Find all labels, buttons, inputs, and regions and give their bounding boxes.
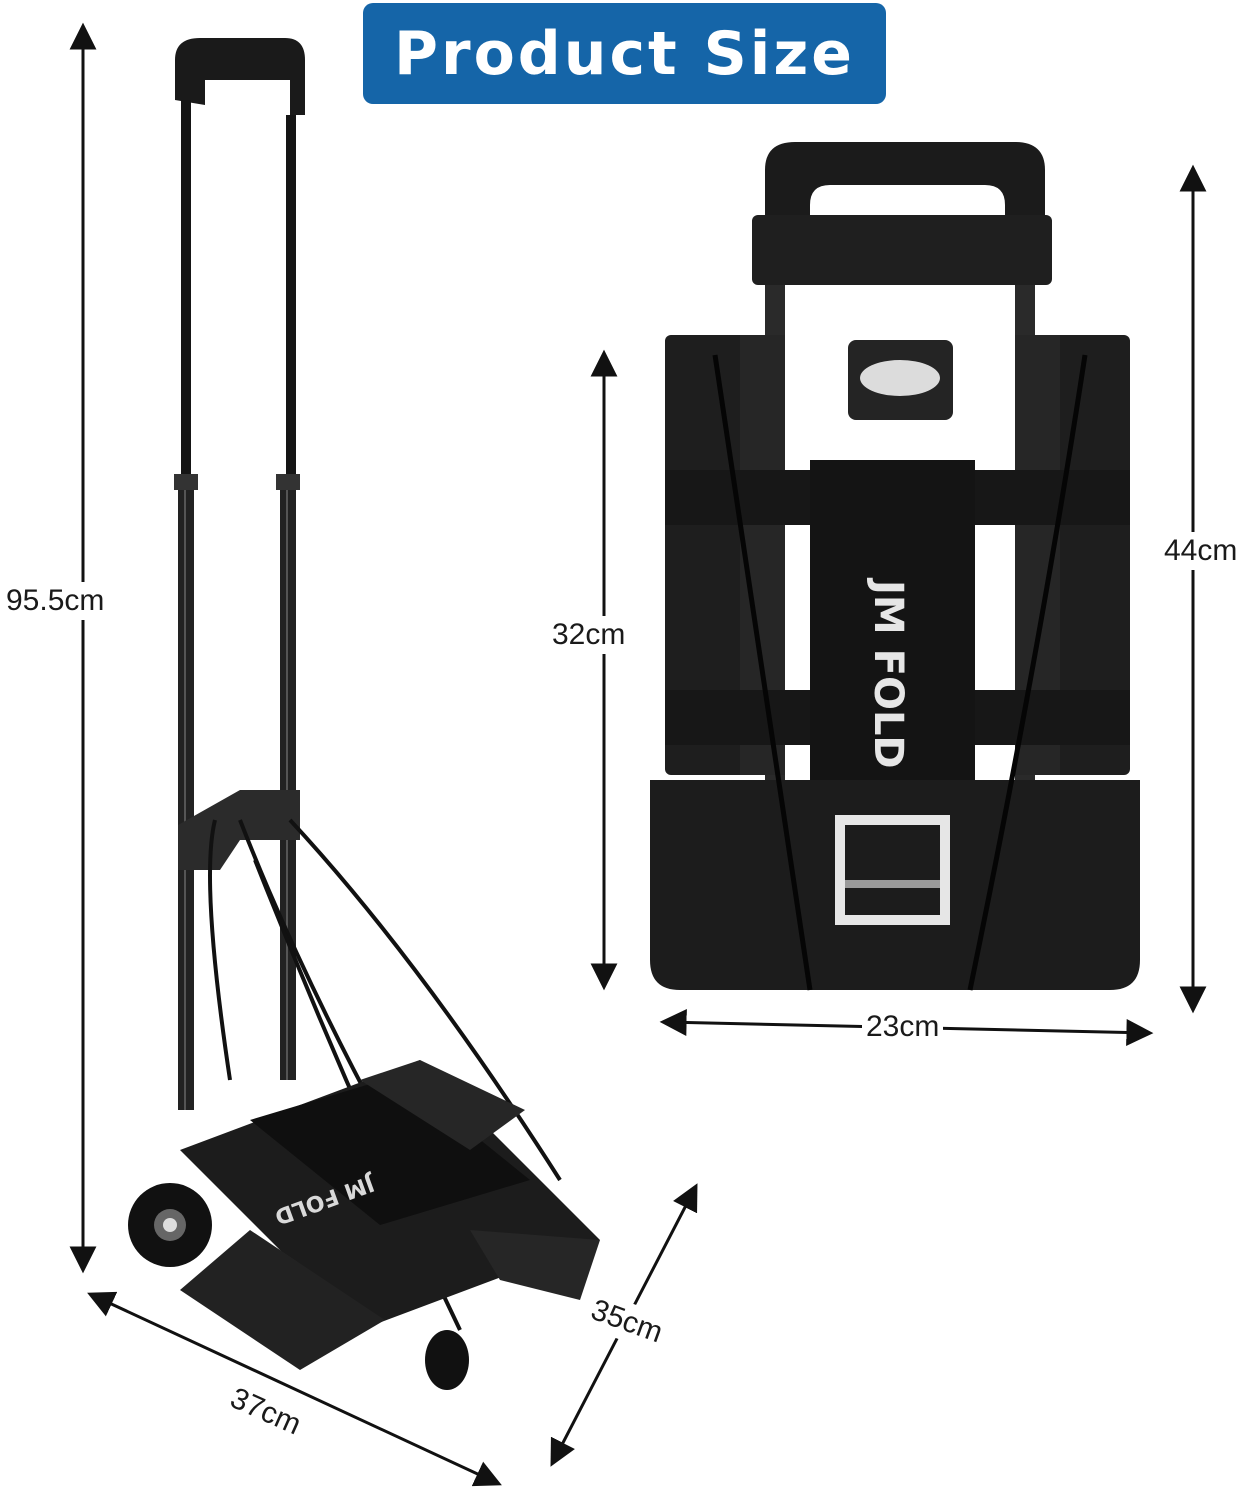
folded-trolley-image: JM FOLD [650,142,1140,991]
folded-brand-logo: JM FOLD [865,577,911,769]
dimension-label-folded-height: 44cm [1160,532,1241,570]
svg-text:JM FOLD: JM FOLD [865,577,911,769]
dimension-label-height: 95.5cm [2,582,109,620]
banner-title: Product Size [394,18,855,89]
product-size-banner: Product Size [363,3,886,104]
dimension-label-folded-inner-height: 32cm [548,616,630,654]
unfolded-trolley-image: JM FOLD [128,38,600,1390]
dimension-label-folded-width: 23cm [862,1008,944,1046]
width-arrow [87,1291,502,1487]
